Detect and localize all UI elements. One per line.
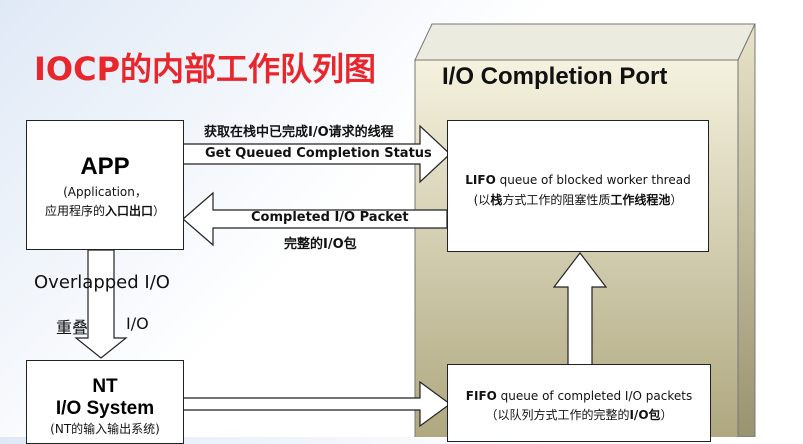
app-line1: (Application， bbox=[63, 185, 147, 199]
app-line2-a: 应用程序的 bbox=[44, 204, 105, 218]
overlapped-label-en: Overlapped I/O bbox=[34, 272, 170, 293]
overlapped-label-io: I/O bbox=[126, 314, 149, 333]
fifo-text: queue of completed I/O packets bbox=[496, 389, 693, 403]
fifo-line2: （以队列方式工作的完整的I/O包） bbox=[448, 406, 710, 423]
overlapped-arrow bbox=[74, 249, 128, 359]
fifo-line2-a: （以队列方式工作的完整的 bbox=[485, 408, 630, 422]
get-status-label-cn: 获取在栈中已完成I/O请求的线程 bbox=[204, 125, 394, 140]
get-status-arrow bbox=[182, 124, 451, 184]
lifo-line2-a: (以 bbox=[473, 193, 491, 207]
lifo-text: queue of blocked worker thread bbox=[495, 173, 691, 187]
overlapped-label-cn: 重叠 bbox=[56, 318, 89, 337]
port-top-face bbox=[414, 23, 756, 61]
nt-line1: NT bbox=[92, 376, 118, 397]
page-title: IOCP的内部工作队列图 bbox=[34, 50, 377, 88]
fifo-box: FIFO queue of completed I/O packets （以队列… bbox=[447, 364, 711, 442]
lifo-bold: LIFO bbox=[465, 173, 496, 187]
nt-to-fifo-arrow bbox=[182, 380, 452, 428]
get-status-label-en: Get Queued Completion Status bbox=[205, 146, 432, 161]
completed-packet-label-cn: 完整的I/O包 bbox=[284, 237, 357, 252]
app-line2-b: 入口出口 bbox=[104, 204, 153, 218]
lifo-line2-d: 工作线程池 bbox=[610, 193, 671, 207]
lifo-line2-b: 栈 bbox=[490, 193, 503, 207]
completed-packet-arrow bbox=[182, 191, 448, 247]
app-line2-c: ） bbox=[153, 204, 166, 218]
port-side-face bbox=[737, 23, 756, 437]
lifo-box: LIFO queue of blocked worker thread (以栈方… bbox=[447, 120, 709, 252]
fifo-to-lifo-arrow bbox=[552, 252, 608, 366]
app-name: APP bbox=[80, 153, 130, 180]
fifo-line1: FIFO queue of completed I/O packets bbox=[448, 389, 710, 403]
nt-line3: (NT的输入输出系统) bbox=[50, 422, 160, 436]
lifo-line1: LIFO queue of blocked worker thread bbox=[448, 173, 708, 187]
fifo-bold: FIFO bbox=[465, 389, 497, 403]
nt-box: NT I/O System (NT的输入输出系统) bbox=[26, 360, 184, 444]
lifo-line2: (以栈方式工作的阻塞性质工作线程池） bbox=[448, 191, 708, 208]
lifo-line2-c: 方式工作的阻塞性质 bbox=[502, 193, 611, 207]
lifo-line2-e: ） bbox=[670, 193, 683, 207]
fifo-line2-b: I/O包 bbox=[629, 408, 661, 422]
nt-line2: I/O System bbox=[55, 398, 155, 419]
app-line2: 应用程序的入口出口） bbox=[27, 202, 183, 219]
completed-packet-label-en: Completed I/O Packet bbox=[251, 210, 409, 225]
app-box: APP (Application， 应用程序的入口出口） bbox=[26, 120, 184, 250]
fifo-line2-c: ） bbox=[660, 408, 673, 422]
port-title: I/O Completion Port bbox=[442, 63, 668, 90]
